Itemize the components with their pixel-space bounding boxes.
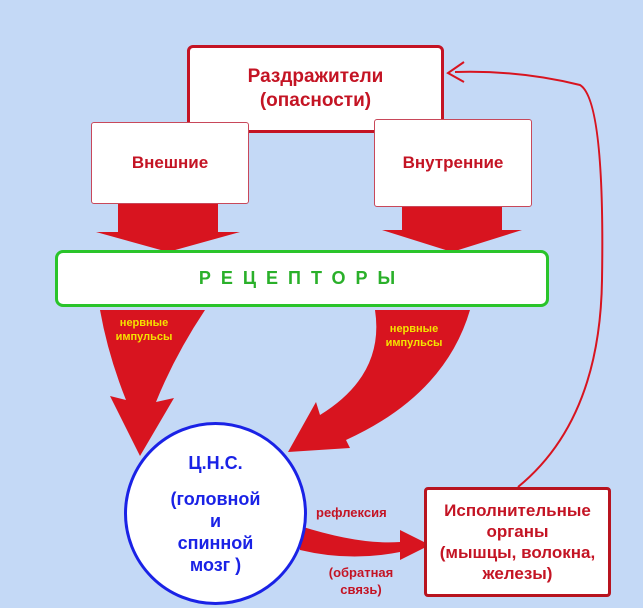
internal-label: Внутренние [402, 153, 504, 172]
cns-circle: Ц.Н.С. (головной и спинной мозг ) [124, 422, 307, 605]
reflexion-label: рефлексия [316, 505, 387, 520]
arrow-internal-to-receptors [382, 207, 522, 252]
stimuli-box: Раздражители (опасности) [187, 45, 444, 133]
arrow-receptors-to-cns-left [100, 310, 205, 456]
cns-line2: и [209, 510, 222, 531]
internal-box: Внутренние [374, 119, 532, 207]
feedback-label: (обратная связь) [316, 564, 406, 598]
impulses-right-line2: импульсы [385, 337, 443, 349]
arrow-feedback [454, 70, 604, 488]
cns-title: Ц.Н.С. [188, 452, 243, 473]
effectors-line2: органы [486, 522, 549, 541]
impulses-left-line2: импульсы [115, 331, 173, 343]
external-box: Внешние [91, 122, 249, 204]
impulses-right-line1: нервные [389, 323, 439, 335]
stimuli-label: Раздражители [247, 66, 384, 87]
cns-line3: спинной [177, 532, 254, 553]
cns-line4: мозг ) [189, 554, 242, 575]
feedback-line1: (обратная [328, 565, 394, 580]
effectors-box: Исполнительные органы (мышцы, волокна, ж… [424, 487, 611, 597]
arrow-receptors-to-cns-right [288, 310, 470, 452]
receptors-box: РЕЦЕПТОРЫ [55, 250, 549, 307]
arrow-feedback-head [446, 61, 465, 83]
arrow-cns-to-effectors [300, 526, 430, 560]
effectors-line3: (мышцы, волокна, [439, 543, 596, 562]
impulses-left-line1: нервные [119, 317, 169, 329]
effectors-line4: железы) [482, 564, 553, 583]
external-label: Внешние [131, 153, 209, 172]
stimuli-sublabel: (опасности) [259, 90, 372, 111]
effectors-line1: Исполнительные [444, 501, 591, 520]
impulses-label-right: нервные импульсы [374, 322, 454, 350]
receptors-label: РЕЦЕПТОРЫ [198, 268, 406, 288]
impulses-label-left: нервные импульсы [104, 316, 184, 344]
cns-line1: (головной [170, 488, 261, 509]
feedback-line2: связь) [340, 582, 382, 597]
arrow-external-to-receptors [96, 204, 240, 252]
